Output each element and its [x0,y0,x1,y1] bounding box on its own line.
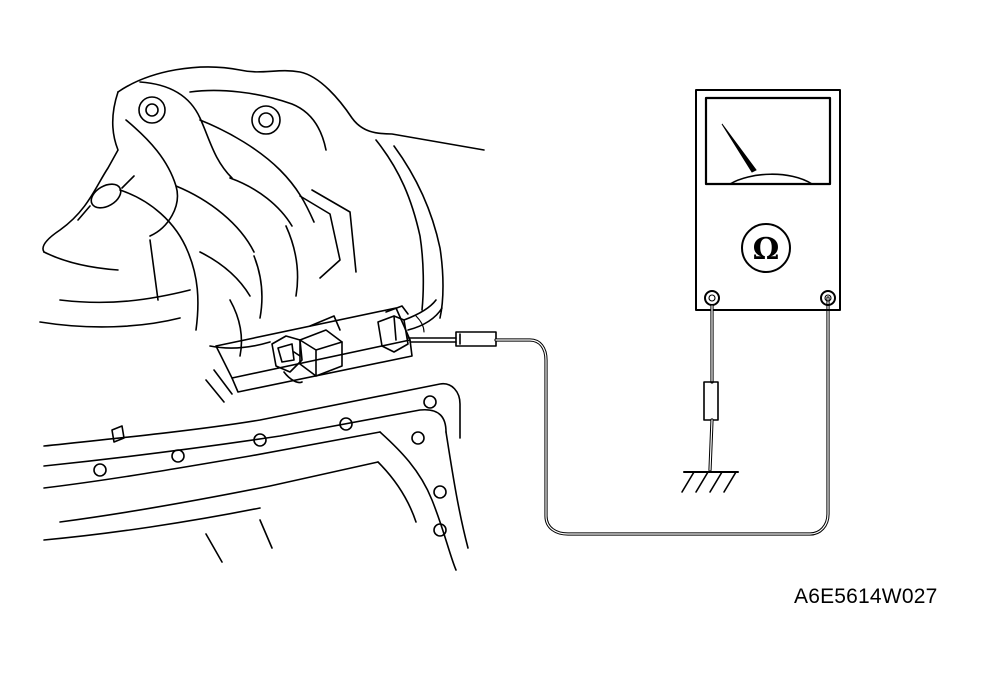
meter-terminal-left [704,290,720,306]
ohm-symbol: Ω [753,232,780,267]
ground-lead [681,304,739,493]
test-lead [407,296,830,536]
ground-probe [703,381,719,421]
pan-bolts [93,395,447,537]
figure-reference-code: A6E5614W027 [794,585,938,608]
ohmmeter: Ω [695,89,841,311]
meter-display [704,96,832,186]
oil-pan [43,382,469,571]
transmission-housing [39,66,485,403]
ground-icon [681,471,739,493]
solenoid-connector-assembly [215,299,443,393]
meter-terminal-right [820,290,836,306]
meter-needle-icon [721,123,757,173]
ohm-dial [741,223,791,273]
